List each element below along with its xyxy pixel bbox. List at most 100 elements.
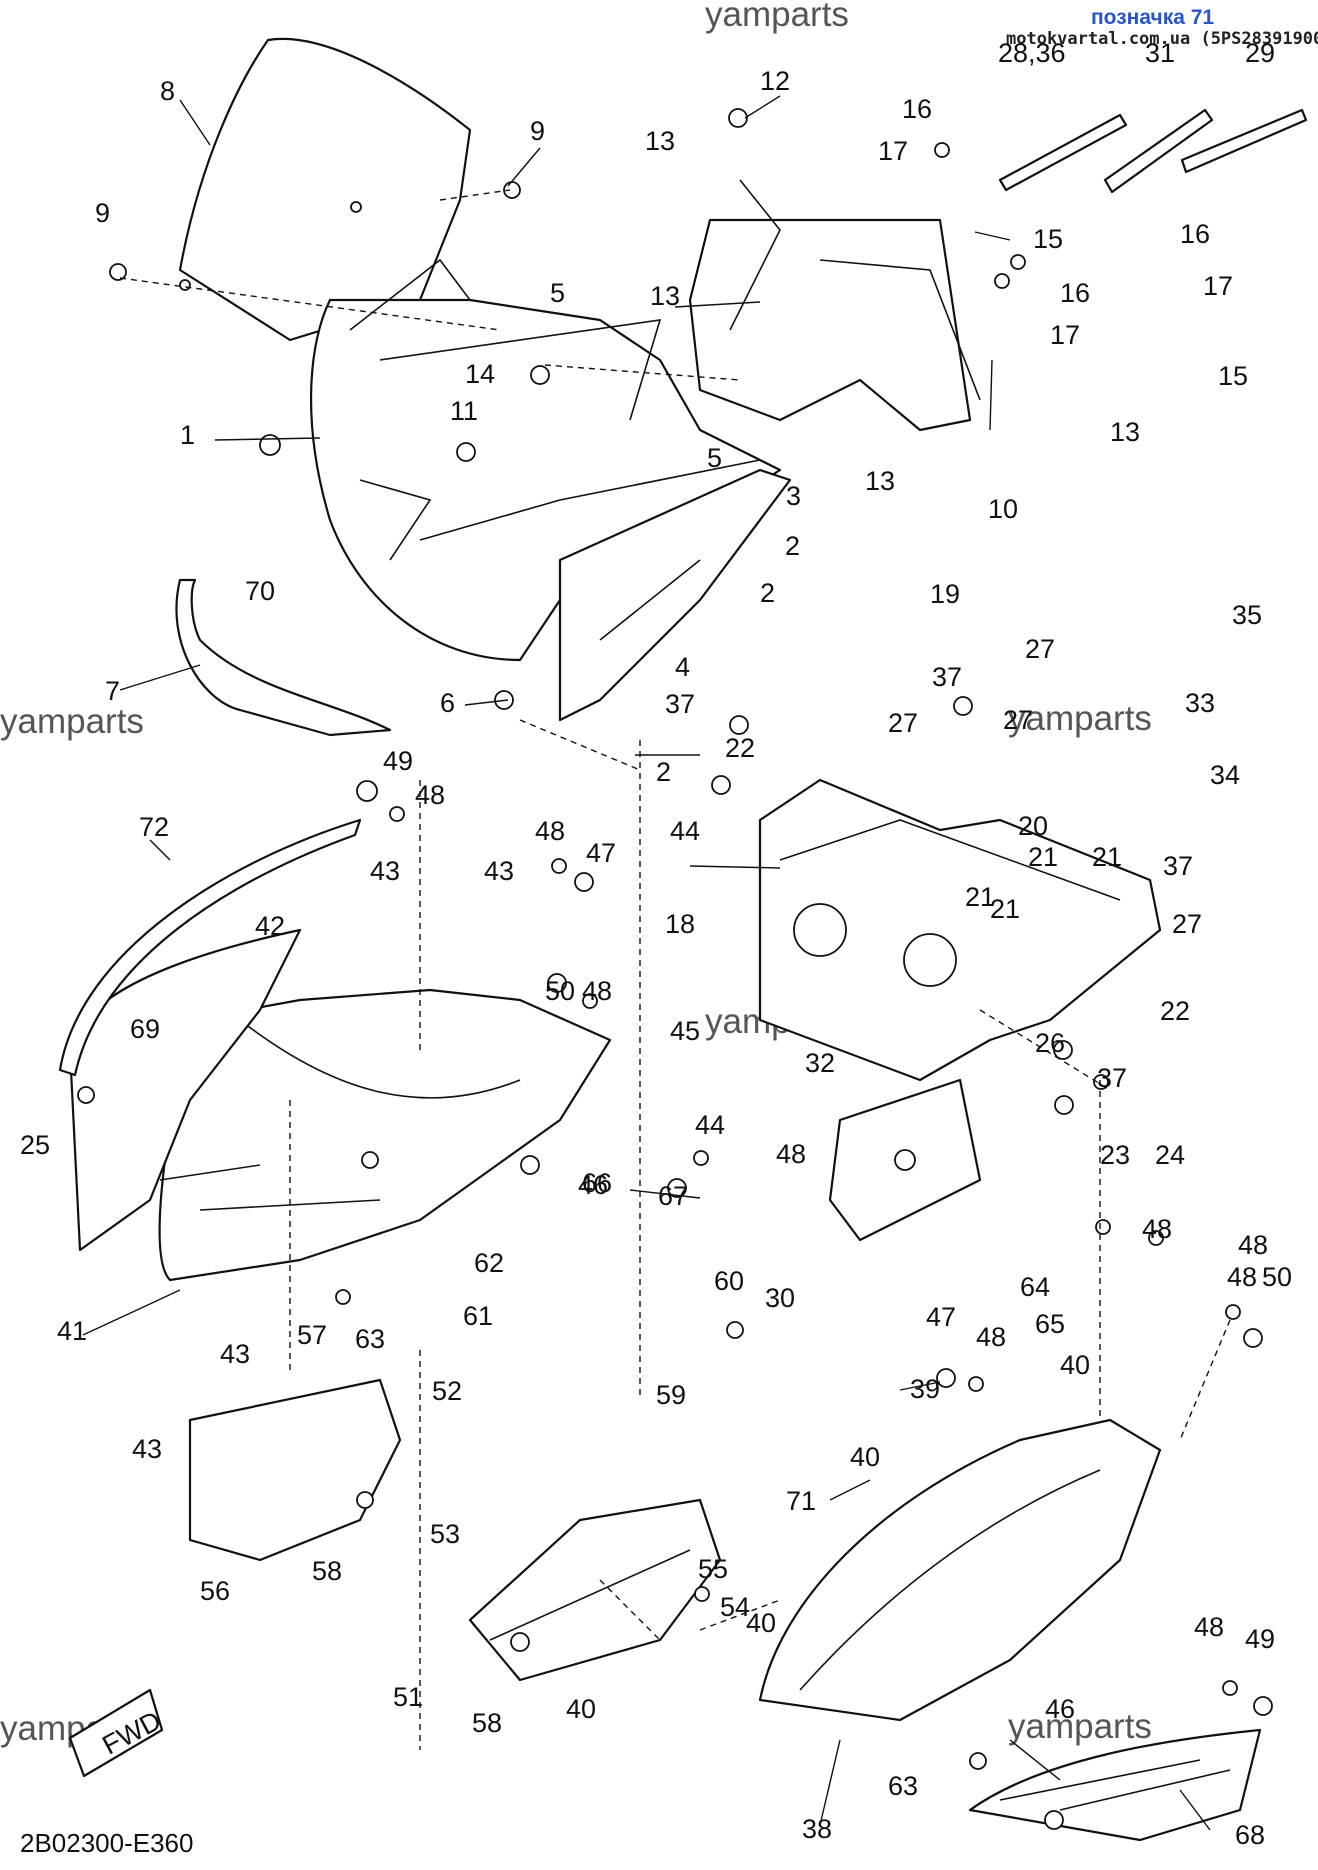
callout: 17 (878, 136, 908, 166)
under-cowl-center (468, 1498, 722, 1682)
callout: 9 (530, 116, 545, 146)
callout: 44 (670, 816, 700, 846)
callout: 48 (1238, 1230, 1268, 1260)
callout: 5 (707, 443, 722, 473)
callout: 55 (698, 1554, 728, 1584)
callout: 5 (550, 278, 565, 308)
callout: 11 (450, 396, 478, 426)
callout: 63 (355, 1324, 385, 1354)
callout: 47 (926, 1302, 956, 1332)
callout: 48 (776, 1139, 806, 1169)
cable-ties (998, 108, 1308, 194)
callout: 62 (474, 1248, 504, 1278)
trim-strip (58, 818, 362, 1077)
inner-panel-part (688, 179, 981, 432)
callout: 18 (665, 909, 695, 939)
callout: 37 (665, 689, 695, 719)
callout: 48 (1194, 1612, 1224, 1642)
callout: 71 (786, 1486, 816, 1516)
callout: 20 (1018, 811, 1048, 841)
callout: 21 (1092, 842, 1122, 872)
callout: 46 (578, 1170, 608, 1200)
callout: 31 (1145, 38, 1175, 68)
callout: 16 (902, 94, 932, 124)
callout: 48 (1227, 1262, 1257, 1292)
callout: 43 (220, 1339, 250, 1369)
callout: 69 (130, 1014, 160, 1044)
callout: 70 (245, 576, 275, 606)
callout: 23 (1100, 1140, 1130, 1170)
callout: 58 (472, 1708, 502, 1738)
callout: 30 (765, 1283, 795, 1313)
stay-bracket-part (828, 1078, 982, 1242)
callout: 52 (432, 1376, 462, 1406)
callout: 54 (720, 1592, 750, 1622)
callout: 40 (850, 1442, 880, 1472)
callout: 33 (1185, 688, 1215, 718)
windscreen-part (178, 37, 472, 342)
watermark: yamparts (705, 0, 849, 34)
callout: 15 (1218, 361, 1248, 391)
callout: 9 (95, 198, 110, 228)
callout: 40 (1060, 1350, 1090, 1380)
callout: 35 (1232, 600, 1262, 630)
callout: 48 (415, 780, 445, 810)
callout: 37 (1163, 851, 1193, 881)
callout: 37 (932, 662, 962, 692)
watermark: yamparts (1008, 699, 1152, 738)
callout: 48 (976, 1322, 1006, 1352)
leader-lines (82, 95, 1211, 1831)
callout: 40 (746, 1608, 776, 1638)
callout: 53 (430, 1519, 460, 1549)
callout: 50 (545, 976, 575, 1006)
callout: 43 (370, 856, 400, 886)
callout: 43 (484, 856, 514, 886)
callout: 40 (566, 1694, 596, 1724)
callout: 37 (1097, 1063, 1127, 1093)
callout: 27 (1025, 634, 1055, 664)
callout: 13 (645, 126, 675, 156)
callout: 48 (1142, 1214, 1172, 1244)
callout: 17 (1203, 271, 1233, 301)
callout: 38 (802, 1814, 832, 1844)
callout: 16 (1180, 219, 1210, 249)
callout: 34 (1210, 760, 1240, 790)
callout: 72 (139, 812, 169, 842)
callout: 43 (132, 1434, 162, 1464)
callout: 47 (586, 838, 616, 868)
callout: 2 (785, 531, 800, 561)
callout: 48 (582, 976, 612, 1006)
callout: 6 (440, 688, 455, 718)
callout: 56 (200, 1576, 230, 1606)
under-cowl-left (188, 1378, 402, 1562)
callout: 2 (656, 757, 671, 787)
callout: 21 (990, 894, 1020, 924)
callout: 66 (582, 1168, 612, 1198)
callout: 7 (105, 676, 120, 706)
callout: 57 (297, 1320, 327, 1350)
callout: 19 (930, 579, 960, 609)
callout: 12 (760, 66, 790, 96)
callout: 24 (1155, 1140, 1185, 1170)
callout: 25 (20, 1130, 50, 1160)
callout: 27 (888, 708, 918, 738)
callout: 27 (1003, 705, 1033, 735)
callout: 29 (1245, 38, 1275, 68)
callout: 21 (965, 882, 995, 912)
callout: 8 (160, 76, 175, 106)
callout: 1 (180, 420, 195, 450)
inner-cover-right (968, 1728, 1262, 1842)
callout: 45 (670, 1016, 700, 1046)
callout: 63 (888, 1771, 918, 1801)
callout: 22 (1160, 996, 1190, 1026)
callout: 13 (865, 466, 895, 496)
diagram-code: 2B02300-E360 (20, 1828, 193, 1858)
upper-cowling-part (309, 258, 782, 662)
callout: 49 (1245, 1624, 1275, 1654)
callout: 26 (1035, 1028, 1065, 1058)
front-stay-part (758, 778, 1162, 1082)
callout: 28,36 (998, 38, 1066, 68)
callout: 48 (535, 816, 565, 846)
lower-fairing-bracket (558, 468, 792, 722)
